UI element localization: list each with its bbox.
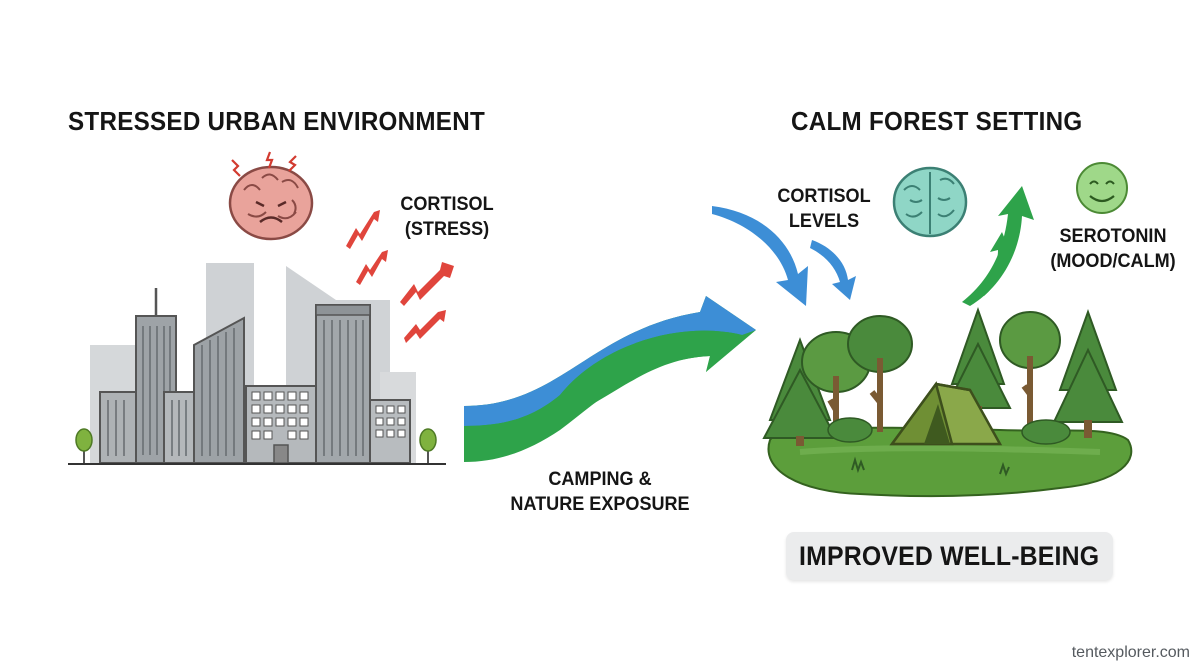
cortisol-stress-line-1: CORTISOL — [400, 194, 494, 215]
city-skyline-icon — [68, 263, 446, 465]
camping-line-2: NATURE EXPOSURE — [510, 494, 690, 515]
stress-arrow-icon — [346, 210, 454, 343]
calm-brain-icon — [892, 166, 968, 238]
cortisol-stress-line-2: (STRESS) — [404, 219, 490, 240]
serotonin-line-1: SEROTONIN — [1059, 226, 1167, 247]
camping-nature-label: CAMPING & NATURE EXPOSURE — [505, 467, 695, 517]
improved-wellbeing-box: IMPROVED WELL-BEING — [786, 532, 1113, 580]
urban-environment-title: STRESSED URBAN ENVIRONMENT — [68, 106, 486, 136]
camping-line-1: CAMPING & — [548, 469, 652, 490]
forest-setting-title: CALM FOREST SETTING — [791, 106, 1083, 136]
smiley-face-icon — [1076, 162, 1128, 214]
serotonin-line-2: (MOOD/CALM) — [1050, 251, 1176, 272]
cortisol-levels-line-1: CORTISOL — [777, 186, 871, 207]
serotonin-label: SEROTONIN (MOOD/CALM) — [1042, 224, 1185, 274]
cortisol-levels-label: CORTISOL LEVELS — [767, 184, 881, 234]
forest-camp-icon — [762, 306, 1133, 497]
serotonin-up-arrow-icon — [962, 186, 1034, 306]
cortisol-levels-line-2: LEVELS — [788, 211, 860, 232]
cortisol-stress-label: CORTISOL (STRESS) — [395, 192, 500, 242]
watermark: tentexplorer.com — [1071, 644, 1190, 661]
stressed-brain-icon — [228, 151, 314, 241]
improved-wellbeing-text: IMPROVED WELL-BEING — [799, 540, 1100, 571]
tent-icon — [889, 381, 1003, 446]
cortisol-down-arrow-icon — [712, 206, 856, 306]
transition-arrow-icon — [464, 296, 756, 462]
